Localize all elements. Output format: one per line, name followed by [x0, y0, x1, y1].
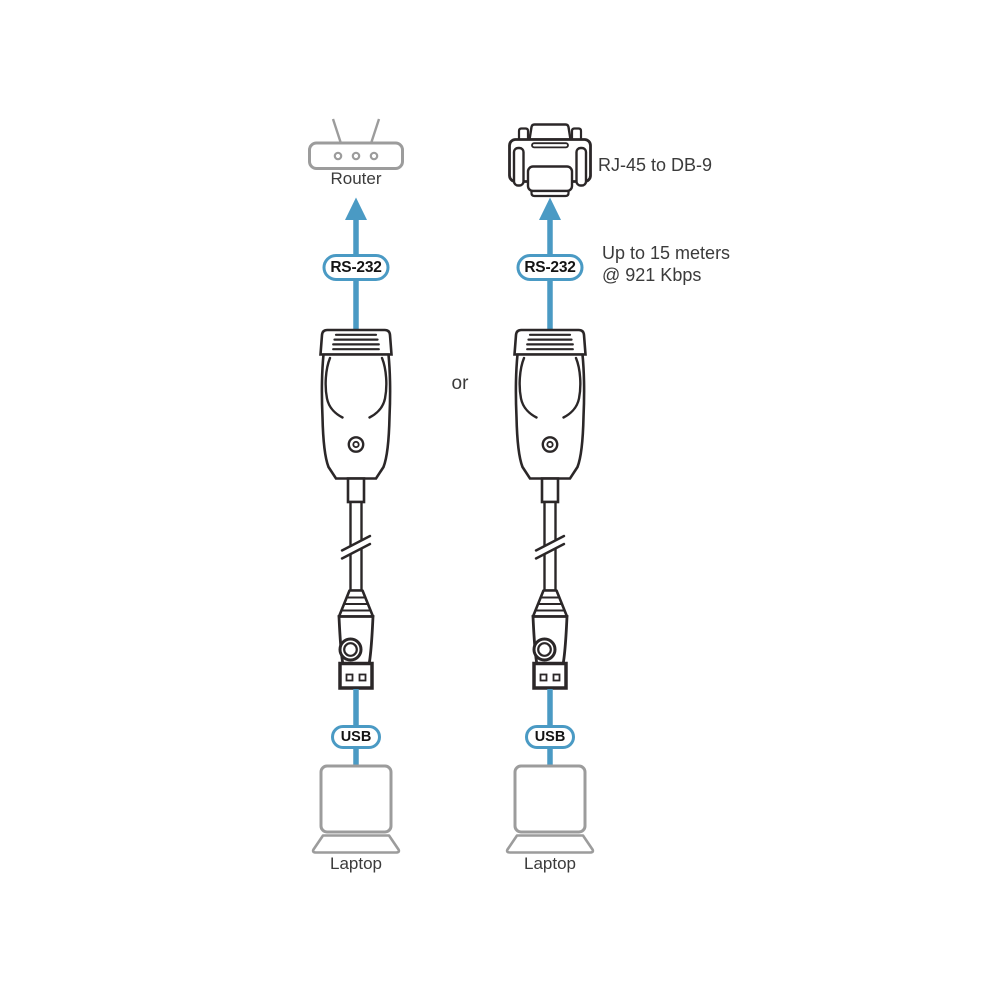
- laptop-icon-left: [311, 764, 401, 854]
- rs232-badge-left: RS-232: [322, 254, 390, 281]
- usb-badge-left: USB: [331, 725, 381, 749]
- distance-note-line1: Up to 15 meters: [602, 243, 731, 263]
- laptop-icon-right: [505, 764, 595, 854]
- usb-serial-chain-right: [512, 195, 588, 769]
- laptop-label-right: Laptop: [524, 854, 576, 873]
- usb-badge-right: USB: [525, 725, 575, 749]
- rj45-to-db9-adapter-icon: [508, 123, 592, 198]
- laptop-label-left: Laptop: [330, 854, 382, 873]
- rs232-badge-right: RS-232: [516, 254, 584, 281]
- router-icon: [308, 117, 404, 170]
- distance-note: Up to 15 meters @ 921 Kbps: [602, 242, 730, 286]
- router-label: Router: [330, 169, 382, 188]
- distance-note-line2: @ 921 Kbps: [602, 265, 702, 285]
- usb-serial-chain-left: [318, 195, 394, 769]
- or-label: or: [451, 373, 469, 394]
- rj45-db9-label: RJ-45 to DB-9: [598, 155, 713, 175]
